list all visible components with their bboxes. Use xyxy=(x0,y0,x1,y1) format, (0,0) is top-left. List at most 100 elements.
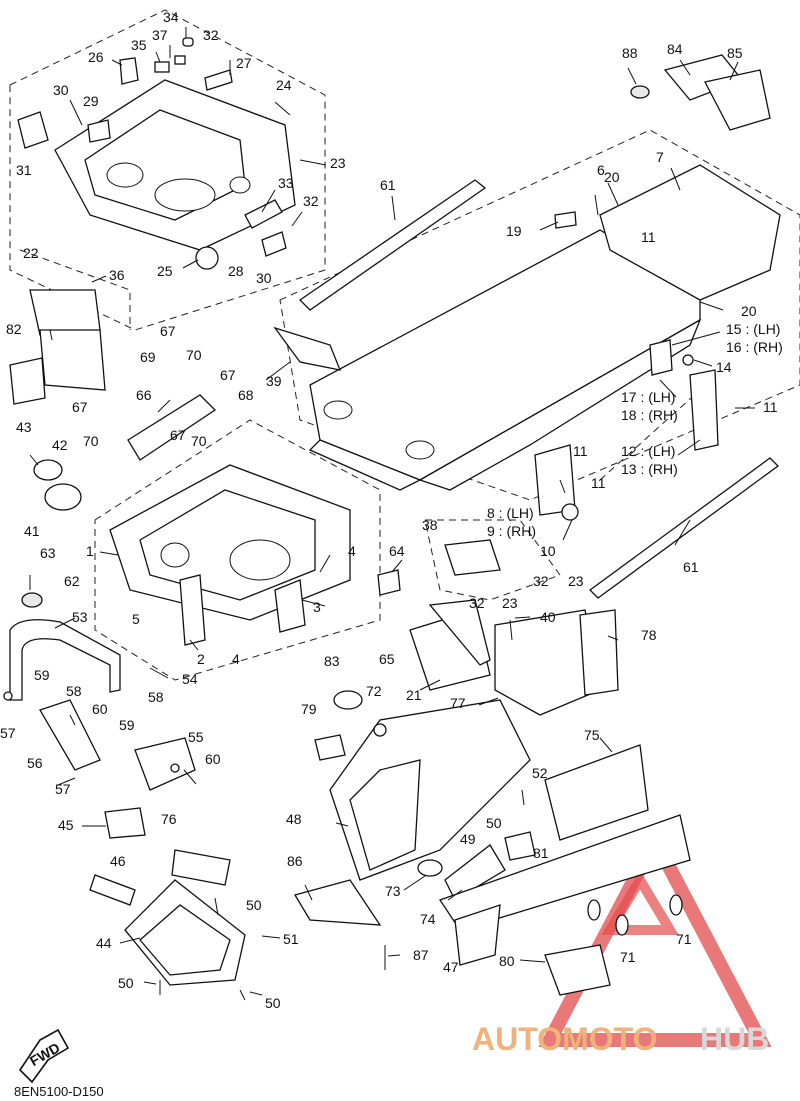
callout-50d: 50 xyxy=(265,995,281,1011)
callout-67c: 67 xyxy=(72,399,88,415)
callout-41: 41 xyxy=(24,523,40,539)
callout-8: 8 : (LH) xyxy=(487,505,534,521)
part-73-grommet xyxy=(417,859,443,877)
part-83-pad xyxy=(333,690,363,710)
callout-11c: 11 xyxy=(573,443,588,459)
callout-18: 18 : (RH) xyxy=(621,407,678,423)
fasteners xyxy=(3,60,755,1001)
callout-78: 78 xyxy=(641,627,657,643)
nut-60 xyxy=(170,763,180,773)
callout-48: 48 xyxy=(286,811,302,827)
part-27-bracket xyxy=(204,69,233,91)
part-88-cap xyxy=(630,85,650,99)
callout-27: 27 xyxy=(236,55,252,71)
callout-82: 82 xyxy=(6,321,22,337)
rear-frame-group-outline xyxy=(9,9,326,331)
part-61-rail-lower xyxy=(589,457,779,599)
callout-70a: 70 xyxy=(186,347,202,363)
part-22-bracket-lower xyxy=(39,329,106,391)
callout-62: 62 xyxy=(64,573,80,589)
callout-11d: 11 xyxy=(591,475,606,491)
center-brackets xyxy=(377,539,619,716)
callout-23b: 23 xyxy=(568,573,584,589)
callout-11a: 11 xyxy=(641,229,656,245)
part-10-pulley xyxy=(561,503,579,521)
callout-67d: 67 xyxy=(170,427,186,443)
bolt-24 xyxy=(274,101,291,116)
callout-86: 86 xyxy=(287,853,303,869)
callout-26: 26 xyxy=(88,49,104,65)
bolt-54 xyxy=(149,667,169,679)
part-71-cap-1 xyxy=(587,899,601,921)
part-86-plate xyxy=(294,879,382,926)
part-47-panel xyxy=(454,904,501,966)
part-33-plate xyxy=(244,199,283,229)
bolt-50 xyxy=(214,897,219,916)
part-74-panel xyxy=(444,844,506,901)
tunnel-group-outline xyxy=(279,129,800,501)
callout-66: 66 xyxy=(136,387,152,403)
part-38-bracket xyxy=(444,539,501,576)
callout-52: 52 xyxy=(532,765,548,781)
part-46-plate xyxy=(89,874,136,906)
callout-80: 80 xyxy=(499,953,515,969)
watermark xyxy=(538,824,772,1047)
callout-14: 14 xyxy=(716,359,732,375)
callout-57a: 57 xyxy=(0,725,16,741)
callout-24: 24 xyxy=(276,77,292,93)
callout-45: 45 xyxy=(58,817,74,833)
rear-frame-cutout-2 xyxy=(106,162,144,188)
part-76-bracket xyxy=(171,849,231,886)
callout-70c: 70 xyxy=(191,433,207,449)
part-78-shield xyxy=(579,609,619,696)
part-22-bracket xyxy=(29,289,101,336)
callout-5: 5 xyxy=(132,611,140,627)
callout-55: 55 xyxy=(188,729,204,745)
watermark-inner-mark xyxy=(601,870,679,935)
callout-20a: 20 xyxy=(604,169,620,185)
part-15-plate xyxy=(649,339,673,376)
parts xyxy=(3,27,781,1001)
part-72-grommet xyxy=(373,723,387,737)
part-77-shield xyxy=(494,609,601,716)
callout-79: 79 xyxy=(301,701,317,717)
fwd-arrow: FWD xyxy=(18,1028,70,1084)
callout-50a: 50 xyxy=(486,815,502,831)
callout-6: 6 xyxy=(597,162,605,178)
callout-88: 88 xyxy=(622,45,638,61)
part-12-bracket xyxy=(689,369,719,451)
callout-38: 38 xyxy=(422,517,438,533)
part-42-seal xyxy=(33,459,63,481)
part-66-arm xyxy=(127,394,217,461)
callout-47: 47 xyxy=(443,959,459,975)
part-85-label xyxy=(704,69,771,131)
rear-frame-cutout xyxy=(154,178,216,212)
part-44-inner xyxy=(139,904,231,976)
callout-57b: 57 xyxy=(55,781,71,797)
callout-32d: 32 xyxy=(469,595,485,611)
watermark-text-primary: AUTOMOTO xyxy=(472,1021,657,1057)
rear-frame-hole xyxy=(229,176,251,194)
bolt-58 xyxy=(69,714,76,726)
callout-12: 12 : (LH) xyxy=(621,443,675,459)
front-frame-cutout-2 xyxy=(160,542,190,568)
callout-71b: 71 xyxy=(620,949,636,965)
part-64-clip xyxy=(377,569,401,596)
callout-4a: 4 xyxy=(348,543,356,559)
callout-19: 19 xyxy=(506,223,522,239)
callout-84: 84 xyxy=(667,41,683,57)
part-79-clip xyxy=(314,734,346,761)
part-39-bracket xyxy=(273,326,342,371)
part-3-bracket xyxy=(274,579,306,633)
callout-4b: 4 xyxy=(232,651,240,667)
part-71-rail xyxy=(438,814,691,931)
callout-67b: 67 xyxy=(220,367,236,383)
callout-42: 42 xyxy=(52,437,68,453)
callout-73: 73 xyxy=(385,883,401,899)
bolt-20 xyxy=(594,194,599,216)
callout-65: 65 xyxy=(379,651,395,667)
callout-77: 77 xyxy=(450,695,466,711)
callout-83: 83 xyxy=(324,653,340,669)
tunnel-assembly xyxy=(273,54,781,521)
